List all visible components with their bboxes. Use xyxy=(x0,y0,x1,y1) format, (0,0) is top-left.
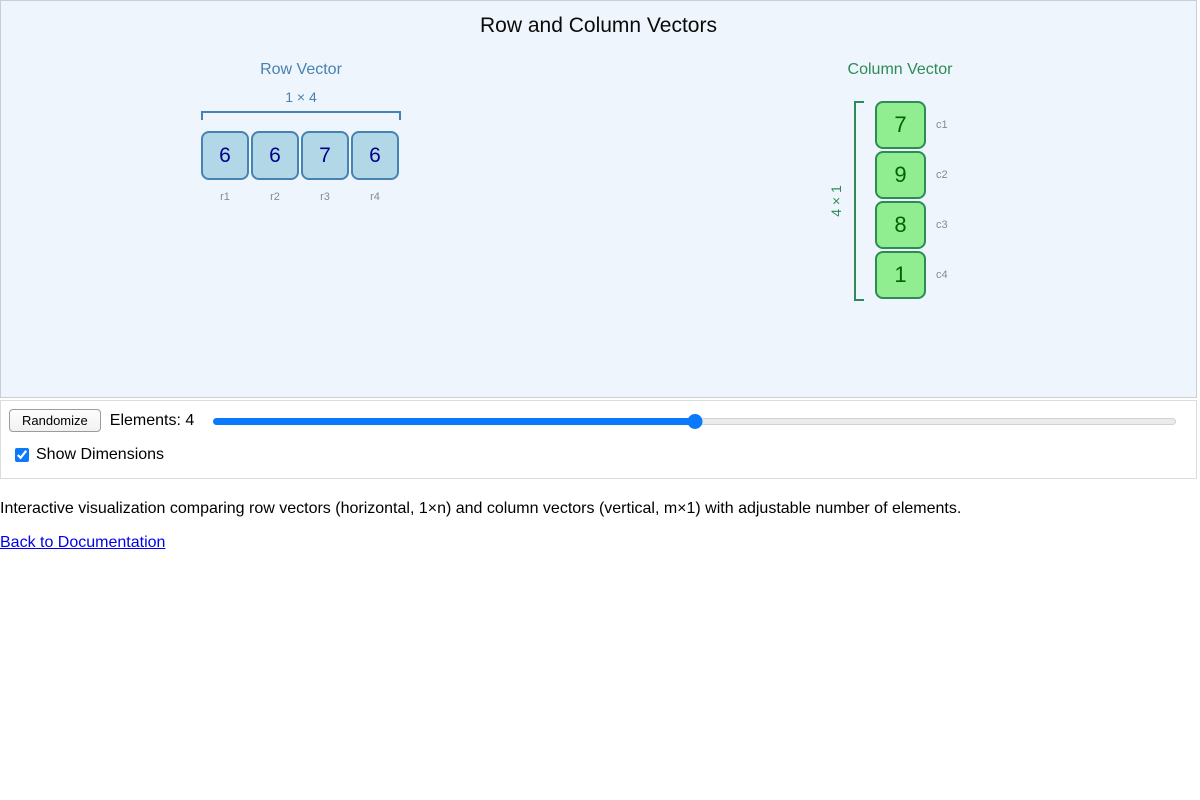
row-cell-group: 7 r3 xyxy=(301,131,349,203)
controls-panel: Randomize Elements: 4 Show Dimensions xyxy=(0,400,1197,479)
row-vector-label: Row Vector xyxy=(260,61,342,78)
column-cell-index-label: c4 xyxy=(936,269,948,281)
column-cell-index-label: c1 xyxy=(936,119,948,131)
column-vector-dimension: 4 × 1 xyxy=(828,185,844,217)
controls-row: Randomize Elements: 4 xyxy=(9,409,1176,432)
row-cell-index-label: r2 xyxy=(270,191,280,203)
row-cell-group: 6 r2 xyxy=(251,131,299,203)
column-cell-index-label: c3 xyxy=(936,219,948,231)
elements-count-label: Elements: 4 xyxy=(109,411,195,429)
row-cell-group: 6 r1 xyxy=(201,131,249,203)
back-link-container: Back to Documentation xyxy=(0,534,1200,552)
column-vector-cell: 1 xyxy=(875,251,926,299)
column-cell-group: 7 c1 xyxy=(875,101,948,149)
row-vector-cell: 6 xyxy=(251,131,299,180)
column-vector-cell: 8 xyxy=(875,201,926,249)
show-dimensions-row: Show Dimensions xyxy=(15,446,1176,464)
slider-fill xyxy=(213,417,695,425)
slider-thumb[interactable] xyxy=(687,413,703,429)
row-vector-dimension: 1 × 4 xyxy=(285,89,317,105)
row-vector-cells: 6 r1 6 r2 7 r3 6 r4 xyxy=(201,131,399,203)
page-title: Row and Column Vectors xyxy=(480,14,717,37)
row-vector-cell: 7 xyxy=(301,131,349,180)
column-cell-group: 1 c4 xyxy=(875,251,948,299)
row-cell-index-label: r3 xyxy=(320,191,330,203)
column-cell-index-label: c2 xyxy=(936,169,948,181)
column-cell-group: 9 c2 xyxy=(875,151,948,199)
row-vector-dimension-bracket xyxy=(201,111,401,120)
row-vector-cell: 6 xyxy=(351,131,399,180)
row-cell-index-label: r1 xyxy=(220,191,230,203)
column-vector-label: Column Vector xyxy=(847,61,953,78)
back-to-documentation-link[interactable]: Back to Documentation xyxy=(0,534,166,551)
column-cell-group: 8 c3 xyxy=(875,201,948,249)
column-vector-cells: 7 c1 9 c2 8 c3 1 c4 xyxy=(875,101,948,299)
column-vector-dimension-bracket xyxy=(854,101,864,301)
column-vector-cell: 9 xyxy=(875,151,926,199)
elements-slider[interactable] xyxy=(213,413,1176,429)
column-vector-cell: 7 xyxy=(875,101,926,149)
show-dimensions-checkbox[interactable] xyxy=(15,448,29,462)
description-text: Interactive visualization comparing row … xyxy=(0,500,962,517)
randomize-button[interactable]: Randomize xyxy=(9,409,101,432)
row-cell-group: 6 r4 xyxy=(351,131,399,203)
row-vector-cell: 6 xyxy=(201,131,249,180)
row-cell-index-label: r4 xyxy=(370,191,380,203)
vector-visualization-panel: Row and Column Vectors Row Vector 1 × 4 … xyxy=(0,0,1197,398)
show-dimensions-label: Show Dimensions xyxy=(36,446,165,463)
